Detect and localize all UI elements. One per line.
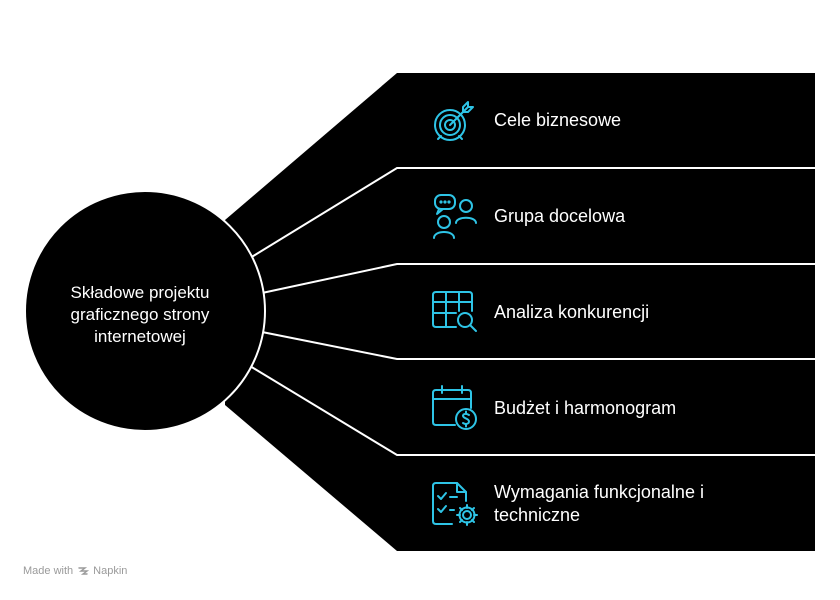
audience-chat-icon xyxy=(433,194,477,239)
footer-brand: Napkin xyxy=(93,565,128,577)
item-target-group: Grupa docelowa xyxy=(430,168,820,264)
divider-1 xyxy=(249,167,815,259)
divider-4 xyxy=(249,365,815,456)
item-budget-schedule: Budżet i harmonogram xyxy=(430,360,820,456)
center-hub xyxy=(24,190,266,432)
item-requirements: Wymagania funkcjonalne i techniczne xyxy=(430,456,820,552)
footer-credit: Made with Napkin xyxy=(23,565,127,577)
item-label-business-goals: Cele biznesowe xyxy=(494,109,622,130)
item-label-budget-schedule: Budżet i harmonogram xyxy=(494,397,677,418)
target-arrow-icon xyxy=(434,101,474,141)
segment-dividers xyxy=(249,167,815,456)
item-competitor-analysis: Analiza konkurencji xyxy=(430,264,820,360)
item-label-target-group: Grupa docelowa xyxy=(494,205,626,226)
divider-2 xyxy=(261,263,815,294)
fan-panel xyxy=(225,73,815,551)
item-business-goals: Cele biznesowe xyxy=(430,72,820,168)
calendar-dollar-icon xyxy=(432,385,477,430)
footer-prefix: Made with xyxy=(23,565,74,577)
item-label-requirements: Wymagania funkcjonalne i techniczne xyxy=(494,482,704,525)
item-label-competitor-analysis: Analiza konkurencji xyxy=(494,301,650,322)
checklist-gear-icon xyxy=(432,482,478,526)
center-label: Składowe projektu graficznego strony int… xyxy=(70,283,210,346)
table-search-icon xyxy=(432,291,477,332)
divider-3 xyxy=(261,331,815,360)
napkin-logo-icon xyxy=(78,567,90,575)
